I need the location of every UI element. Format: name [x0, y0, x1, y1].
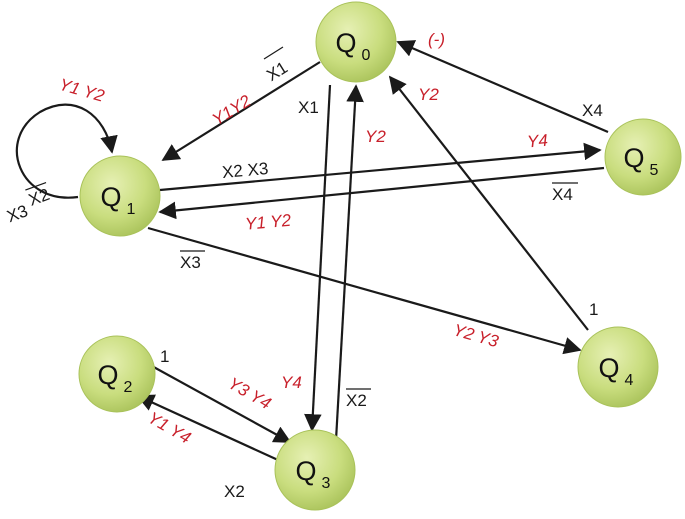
svg-text:0: 0 [362, 47, 371, 64]
svg-text:2: 2 [124, 379, 133, 396]
label-q1-q5-out: Y4 [526, 131, 548, 152]
label-q2-q3-cond: 1 [160, 347, 169, 366]
svg-text:Q: Q [598, 353, 619, 383]
node-q3[interactable]: Q 3 [274, 429, 356, 511]
node-q5-sub: 5 [650, 162, 659, 179]
svg-text:Q: Q [623, 143, 644, 173]
label-q2-q3-out: Y3 Y4 [225, 374, 274, 413]
label-q3-q0-cond: X2 [346, 391, 367, 410]
label-q5-q1-out: Y1 Y2 [244, 211, 292, 234]
node-q1-name: Q [100, 182, 121, 212]
node-q4-name: Q [598, 353, 619, 383]
node-q4[interactable]: Q 4 [577, 326, 659, 408]
overbar-q1-self [25, 181, 47, 191]
edge-q1-q5 [159, 142, 602, 192]
node-q0-name: Q [335, 28, 356, 58]
label-q3-q2-out: Y1 Y4 [145, 408, 194, 447]
svg-text:Q: Q [295, 456, 316, 486]
label-q0-output: (-) [428, 30, 445, 49]
node-q2[interactable]: Q 2 [78, 335, 156, 413]
label-q3-q2-cond: X2 [224, 482, 245, 501]
edge-q3-q0 [334, 84, 364, 441]
svg-text:4: 4 [625, 372, 634, 389]
label-q1-q5-cond: X2 X3 [221, 159, 269, 182]
label-q0-q3-cond: X1 [298, 98, 319, 117]
edge-q0-q1 [161, 61, 321, 161]
svg-text:1: 1 [127, 201, 136, 218]
node-q0[interactable]: Q 0 [315, 1, 397, 83]
label-q0-q1-out: Y1Y2 [209, 91, 255, 129]
edge-q5-q1 [158, 166, 605, 220]
label-q1-q4-cond: X3 [180, 253, 201, 272]
node-q1-sub: 1 [127, 201, 136, 218]
node-q5-name: Q [623, 143, 644, 173]
edge-q1-q4 [147, 226, 582, 355]
svg-text:Q: Q [97, 360, 118, 390]
label-q4-q0-out: Y2 [418, 85, 439, 104]
label-q5-q1-cond: X4 [552, 185, 573, 204]
edge-q4-q0 [388, 75, 589, 331]
edge-q1-self [15, 103, 118, 199]
node-q3-name: Q [295, 456, 316, 486]
node-q1[interactable]: Q 1 [79, 155, 161, 237]
svg-text:3: 3 [322, 475, 331, 492]
svg-text:Q: Q [335, 28, 356, 58]
svg-text:5: 5 [650, 162, 659, 179]
label-q3-q0-out: Y2 [365, 127, 386, 146]
label-q5-q0-cond: X4 [582, 101, 603, 120]
label-q1-self-cond-a: X3 [4, 201, 30, 226]
label-q0-q1-cond: X1 [263, 58, 291, 85]
node-q2-name: Q [97, 360, 118, 390]
node-q2-sub: 2 [124, 379, 133, 396]
label-q0-q3-out: Y4 [281, 373, 302, 392]
node-q5[interactable]: Q 5 [604, 118, 682, 196]
edge-q2-q3 [149, 364, 292, 443]
label-q1-self-out: Y1 Y2 [57, 75, 107, 106]
edge-q0-q3 [304, 84, 332, 432]
node-q0-sub: 0 [362, 47, 371, 64]
node-q4-sub: 4 [625, 372, 634, 389]
svg-text:Q: Q [100, 182, 121, 212]
edge-q3-q2 [136, 394, 279, 462]
overbar-q0-q1 [263, 46, 284, 60]
edge-q5-q0 [396, 40, 609, 134]
label-q4-q0-cond: 1 [589, 300, 598, 319]
node-q3-sub: 3 [322, 475, 331, 492]
